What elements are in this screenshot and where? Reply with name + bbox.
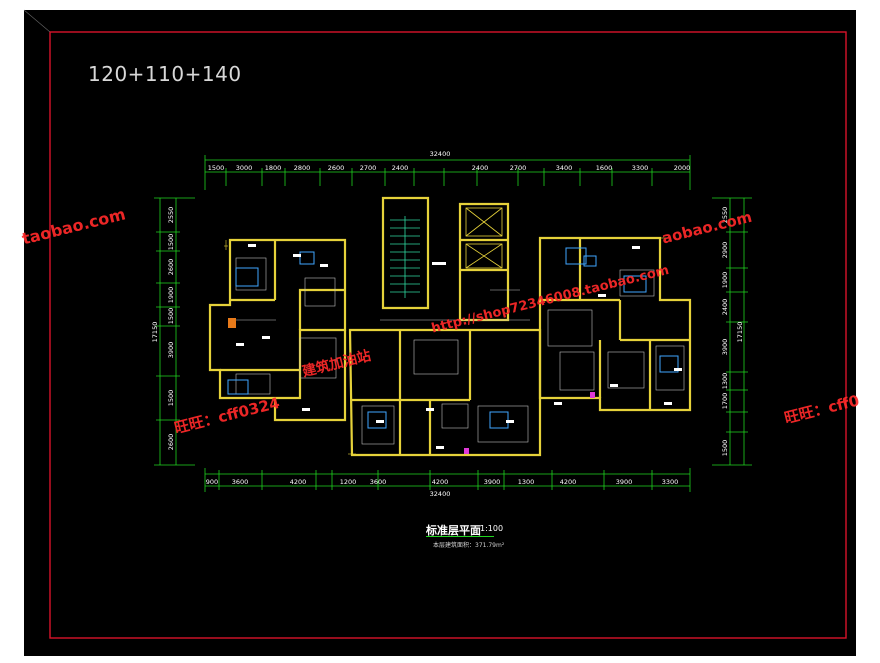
kitchen-fixture [228, 318, 236, 328]
right-dim-5: 3900 [721, 339, 729, 356]
plan-area-note: 本层建筑面积：371.79m² [433, 542, 505, 549]
top-dimension-ticks [225, 168, 653, 186]
bathroom-fixtures [227, 247, 679, 429]
top-dim-3: 1800 [265, 164, 282, 172]
right-dim-2: 2900 [721, 242, 729, 259]
left-dim-2: 1500 [167, 234, 175, 251]
room-labels [236, 244, 682, 449]
left-dim-4: 1900 [167, 287, 175, 304]
bottom-dim-8: 1300 [518, 478, 535, 486]
right-dim-7: 1700 [721, 393, 729, 410]
bottom-dim-11: 3300 [662, 478, 679, 486]
top-dim-1: 1500 [208, 164, 225, 172]
right-dim-8: 1500 [721, 440, 729, 457]
bottom-dim-7: 3900 [484, 478, 501, 486]
right-dim-3: 1900 [721, 272, 729, 289]
overall-dimension-top: 32400 [430, 150, 451, 158]
bottom-dim-9: 4200 [560, 478, 577, 486]
top-dim-13: 2000 [674, 164, 691, 172]
left-dim-3: 2600 [167, 259, 175, 276]
drawing-border [49, 31, 847, 639]
left-dim-8: 2600 [167, 434, 175, 451]
bottom-dim-5: 3600 [370, 478, 387, 486]
top-dim-8: 2400 [472, 164, 489, 172]
left-dim-1: 2550 [167, 207, 175, 224]
bottom-dim-4: 1200 [340, 478, 357, 486]
top-dim-2: 3000 [236, 164, 253, 172]
right-dim-6: 1300 [721, 373, 729, 390]
bottom-dim-6: 4200 [432, 478, 449, 486]
right-dimension-ticks [726, 231, 748, 433]
overall-dimension-bottom: 32400 [430, 490, 451, 498]
dimension-lines [154, 155, 752, 492]
door-markers [464, 392, 595, 454]
top-dim-9: 2700 [510, 164, 527, 172]
right-total-dimension: 17150 [736, 322, 744, 343]
staircase [390, 216, 420, 298]
right-dim-4: 2400 [721, 299, 729, 316]
top-dim-7: 2400 [392, 164, 409, 172]
top-dim-12: 3300 [632, 164, 649, 172]
elevator-shafts [465, 207, 503, 269]
left-dimension-ticks [156, 231, 180, 421]
bottom-dim-3: 4200 [290, 478, 307, 486]
top-dim-5: 2600 [328, 164, 345, 172]
plan-title: 标准层平面 [426, 524, 481, 537]
top-dim-10: 3400 [556, 164, 573, 172]
window-marks [224, 237, 666, 455]
left-dim-5: 1500 [167, 308, 175, 325]
left-total-dimension: 17150 [151, 322, 159, 343]
left-dim-6: 3900 [167, 342, 175, 359]
top-dim-11: 1600 [596, 164, 613, 172]
plan-title-underline [426, 536, 494, 537]
plan-scale: 1:100 [480, 524, 504, 533]
model-space [24, 10, 856, 656]
top-dim-6: 2700 [360, 164, 377, 172]
bottom-dim-1: 900 [206, 478, 218, 486]
top-dim-4: 2800 [294, 164, 311, 172]
right-dim-1: 2550 [721, 207, 729, 224]
bottom-dimension-ticks [218, 470, 653, 490]
bottom-dim-2: 3600 [232, 478, 249, 486]
sheet-title: 120+110+140 [88, 62, 242, 86]
bottom-dim-10: 3900 [616, 478, 633, 486]
left-dim-7: 1500 [167, 390, 175, 407]
